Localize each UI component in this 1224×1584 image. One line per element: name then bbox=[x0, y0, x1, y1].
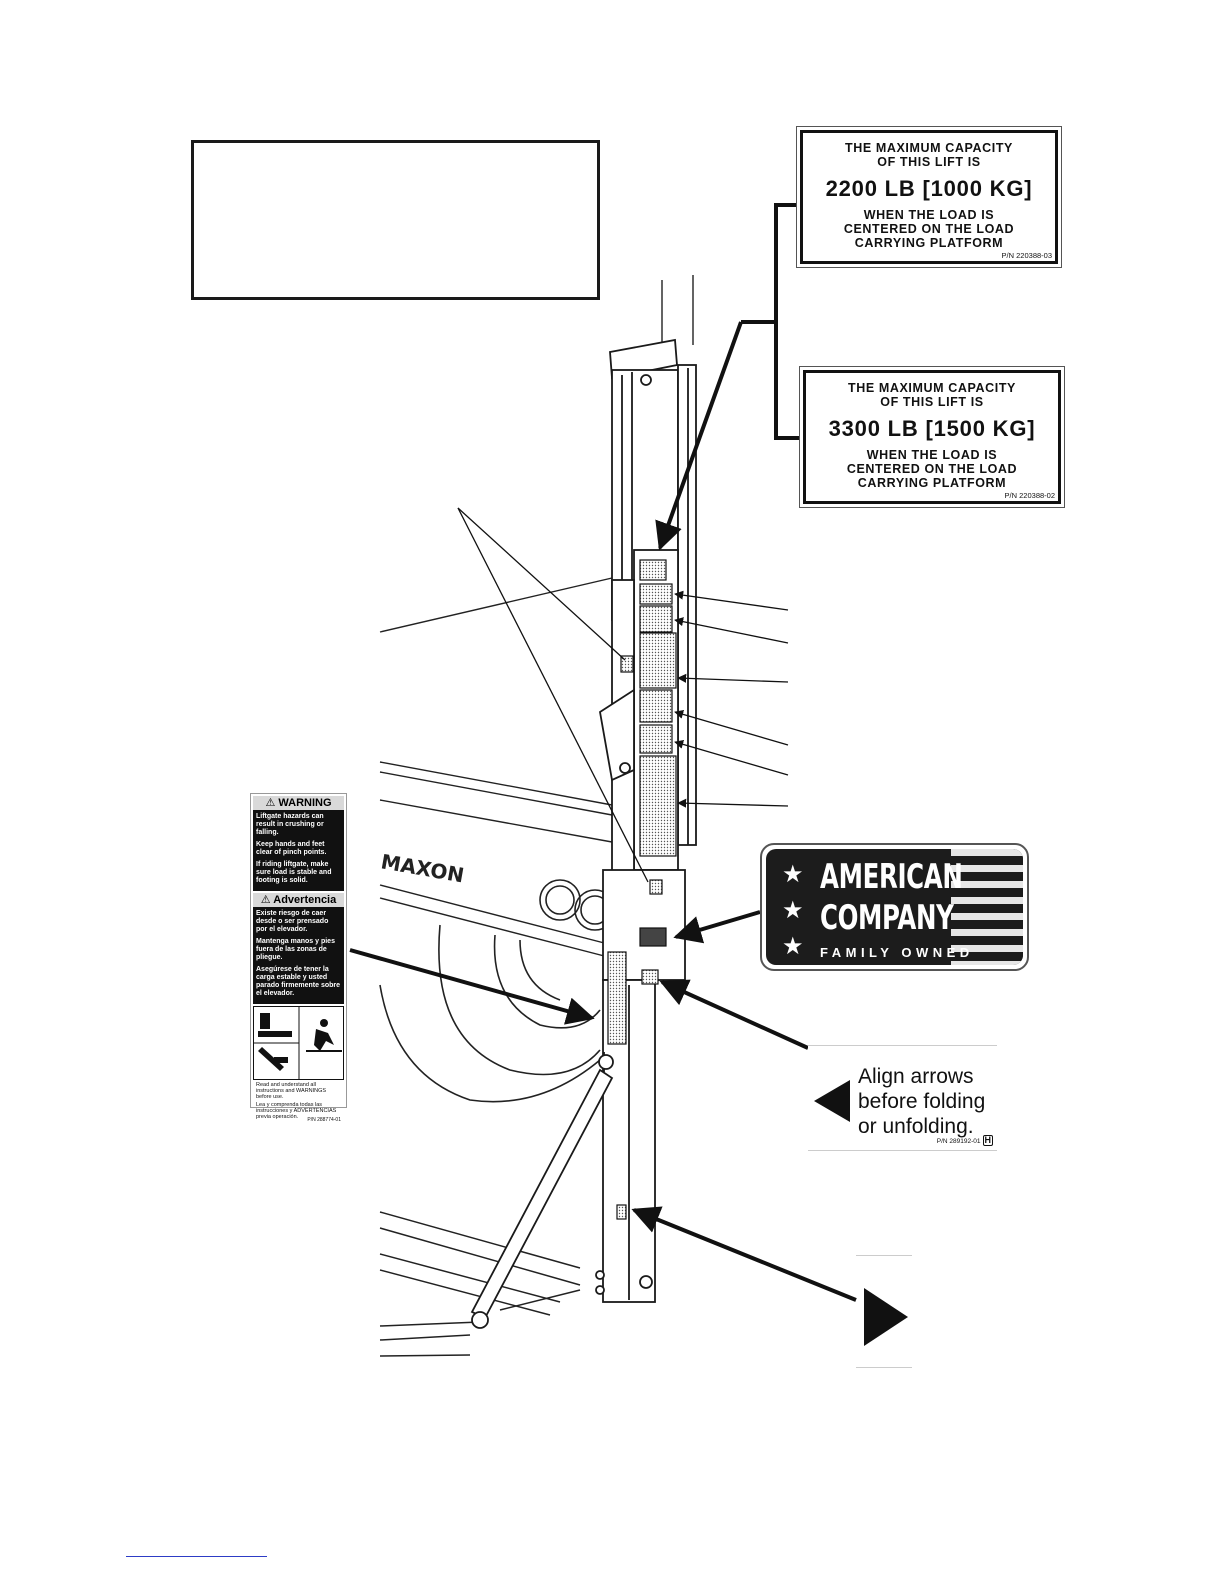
revision-badge: H bbox=[982, 1135, 993, 1146]
maxon-logo-text: MAXON bbox=[379, 849, 466, 887]
tail-lights bbox=[539, 879, 616, 931]
align-text-line: Align arrows bbox=[858, 1065, 974, 1088]
advertencia-header: ⚠ Advertencia bbox=[253, 893, 344, 908]
capacity-text: CENTERED ON THE LOAD bbox=[846, 462, 1018, 476]
capacity-value: 3300 LB [1500 KG] bbox=[828, 416, 1036, 441]
leader-lines bbox=[457, 507, 789, 883]
heavy-arrows bbox=[349, 203, 857, 1302]
capacity-decal-2200-frame: THE MAXIMUM CAPACITY OF THIS LIFT IS 220… bbox=[800, 130, 1058, 264]
star-icon: ★ bbox=[782, 861, 804, 888]
align-instruction: Align arrows before folding or unfolding… bbox=[858, 1064, 985, 1139]
warning-text: Keep hands and feet clear of pinch point… bbox=[256, 841, 327, 856]
pinch-hazard-icon bbox=[254, 1007, 342, 1079]
capacity-value: 2200 LB [1000 KG] bbox=[825, 176, 1033, 201]
capacity-decal-3300: THE MAXIMUM CAPACITY OF THIS LIFT IS 330… bbox=[799, 366, 1065, 508]
capacity-decal-3300-frame: THE MAXIMUM CAPACITY OF THIS LIFT IS 330… bbox=[803, 370, 1061, 504]
align-text-line: before folding bbox=[858, 1090, 986, 1113]
capacity-text: OF THIS LIFT IS bbox=[877, 155, 981, 169]
blank-callout-box bbox=[191, 140, 600, 300]
capacity-text: CARRYING PLATFORM bbox=[854, 236, 1004, 250]
warning-text: If riding liftgate, make sure load is st… bbox=[256, 861, 332, 884]
support-arm bbox=[470, 1052, 614, 1329]
tire bbox=[379, 924, 601, 1103]
american-company-panel: ★ ★ ★ AMERICAN COMPANY FAMILY OWNED bbox=[766, 849, 1023, 965]
capacity-text: CARRYING PLATFORM bbox=[857, 476, 1007, 490]
capacity-text: THE MAXIMUM CAPACITY bbox=[847, 381, 1016, 395]
warning-text: Lea y comprenda todas las instrucciones … bbox=[256, 1102, 337, 1120]
maxon-logo: MAXON bbox=[379, 849, 466, 887]
align-arrows-decal: Align arrows before folding or unfolding… bbox=[808, 1045, 997, 1151]
arrow-left-icon bbox=[814, 1080, 850, 1122]
capacity-text: WHEN THE LOAD IS bbox=[863, 208, 995, 222]
align-text-line: or unfolding. bbox=[858, 1115, 974, 1138]
part-number: P/N 288774-01 bbox=[307, 1117, 341, 1123]
badge-word-company: COMPANY bbox=[820, 898, 954, 938]
capacity-decal-2200: THE MAXIMUM CAPACITY OF THIS LIFT IS 220… bbox=[796, 126, 1062, 268]
capacity-text: CENTERED ON THE LOAD bbox=[843, 222, 1015, 236]
capacity-text: OF THIS LIFT IS bbox=[880, 395, 984, 409]
warning-pictograms bbox=[253, 1006, 344, 1080]
capacity-text: THE MAXIMUM CAPACITY bbox=[844, 141, 1013, 155]
warning-text: Liftgate hazards can result in crushing … bbox=[256, 813, 324, 836]
part-number-text: P/N 289192-01 bbox=[936, 1138, 981, 1145]
footer-rule bbox=[126, 1556, 267, 1557]
part-number: P/N 220388-02 bbox=[1004, 491, 1055, 500]
column-decal-patches bbox=[607, 559, 677, 1220]
badge-subtitle: FAMILY OWNED bbox=[820, 945, 974, 960]
warning-text: Asegúrese de tener la carga estable y us… bbox=[256, 966, 341, 997]
warning-english: Liftgate hazards can result in crushing … bbox=[253, 811, 344, 891]
warning-decal: ⚠ WARNING Liftgate hazards can result in… bbox=[250, 793, 347, 1123]
part-number: P/N 220388-03 bbox=[1001, 251, 1052, 260]
truck-body-lines bbox=[379, 275, 694, 959]
platform bbox=[379, 1211, 581, 1357]
warning-footer: Read and understand all instructions and… bbox=[253, 1080, 344, 1124]
warning-text: Mantenga manos y pies fuera de las zonas… bbox=[256, 938, 335, 961]
warning-text: Read and understand all instructions and… bbox=[256, 1082, 327, 1100]
arrow-right-icon bbox=[864, 1288, 908, 1346]
warning-spanish: Existe riesgo de caer desde o ser prensa… bbox=[253, 908, 344, 1004]
american-company-decal: ★ ★ ★ AMERICAN COMPANY FAMILY OWNED bbox=[760, 843, 1029, 971]
triangle-arrow-decal bbox=[856, 1255, 912, 1368]
flag-stripes bbox=[951, 849, 1023, 965]
capacity-text: WHEN THE LOAD IS bbox=[866, 448, 998, 462]
star-icon: ★ bbox=[782, 897, 804, 924]
warning-text: Existe riesgo de caer desde o ser prensa… bbox=[256, 910, 329, 933]
star-icon: ★ bbox=[782, 933, 804, 960]
warning-header: ⚠ WARNING bbox=[253, 796, 344, 811]
badge-word-american: AMERICAN bbox=[820, 857, 963, 897]
